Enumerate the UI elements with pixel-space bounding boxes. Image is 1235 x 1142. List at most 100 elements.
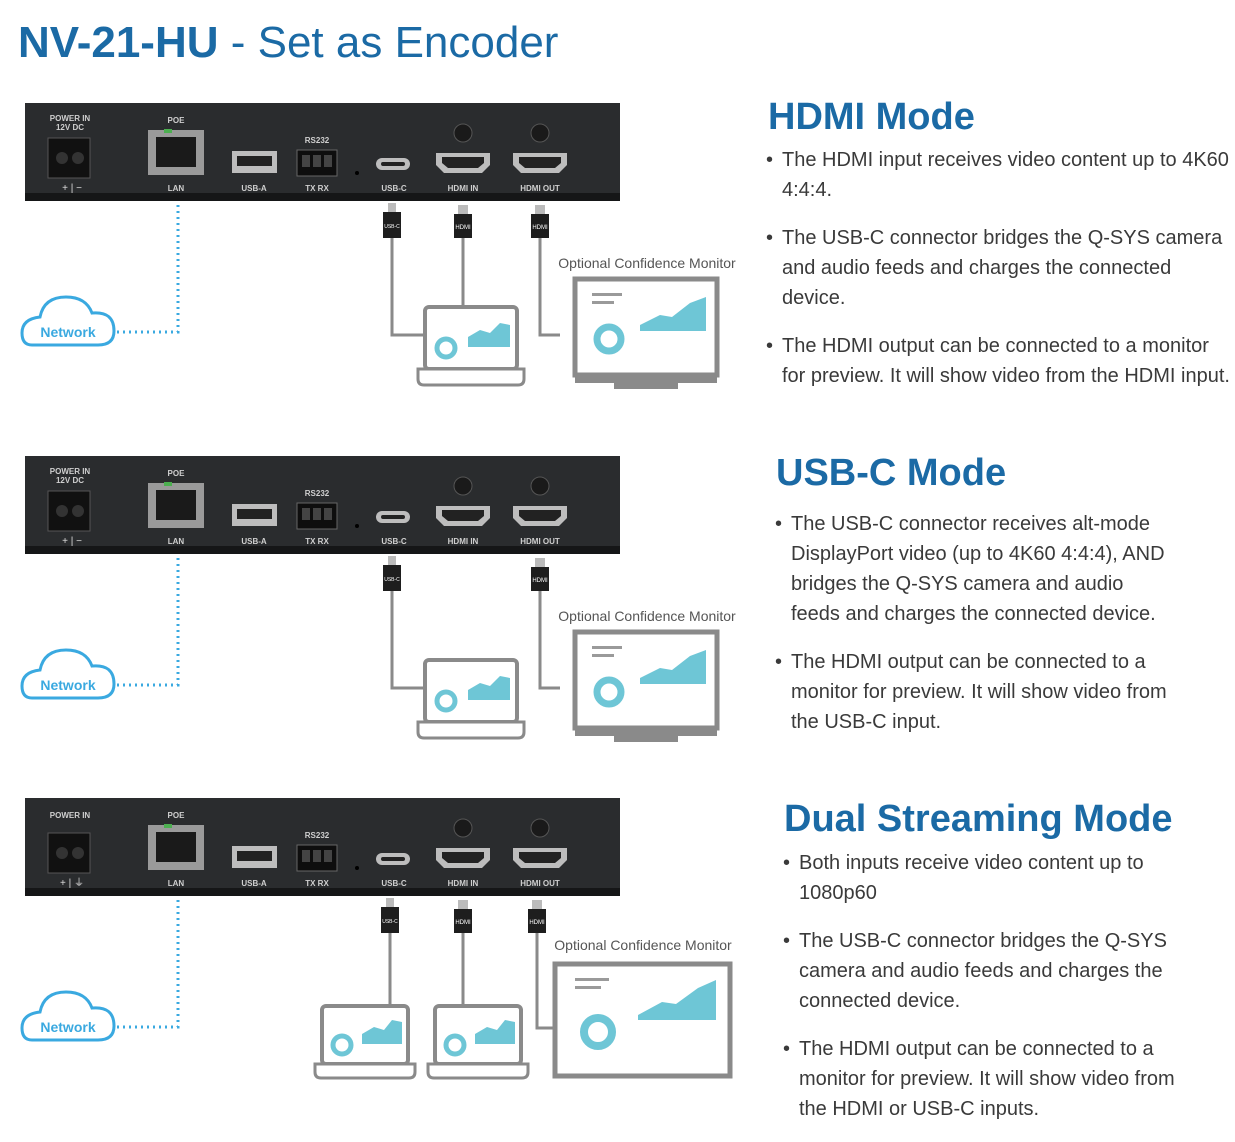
svg-text:HDMI: HDMI	[455, 920, 471, 926]
usb-c-cable-plug: USB-C	[383, 556, 401, 591]
laptop	[416, 305, 526, 387]
power-connector	[47, 137, 91, 179]
rs232-terminal	[296, 844, 338, 872]
bullet-item: The HDMI output can be connected to a mo…	[783, 1034, 1178, 1124]
svg-text:+ | ⏚: + | ⏚	[60, 877, 84, 889]
dual-streaming-mode-bullets: Both inputs receive video content up to …	[783, 848, 1178, 1142]
usb-c-cable-plug: USB-C	[383, 203, 401, 238]
rs232-terminal	[296, 149, 338, 177]
hdmi-out-cable-plug: HDMI	[531, 558, 549, 591]
power-in-label: POWER IN	[50, 811, 91, 820]
network-link	[114, 205, 180, 334]
mode-heading-hdmi: HDMI Mode	[768, 96, 975, 138]
power-connector	[47, 490, 91, 532]
network-link	[114, 558, 180, 687]
hdmi-in-port	[436, 153, 490, 173]
usb-c-port	[376, 853, 410, 865]
poe-label: POE	[168, 469, 186, 478]
hdmi-mode-diagram: POWER IN 12V DC + | − POE LAN USB-A RS23…	[20, 103, 736, 389]
rs232-label: RS232	[305, 831, 330, 840]
page-subtitle: - Set as Encoder	[218, 18, 559, 67]
dual-streaming-mode-diagram: POWER IN + | ⏚ POE LAN USB-A RS232 TX RX	[20, 798, 733, 1080]
svg-text:HDMI: HDMI	[532, 578, 548, 584]
network-link	[114, 900, 180, 1029]
power-12v-label: 12V DC	[56, 123, 84, 132]
power-in-label: POWER IN	[50, 467, 91, 476]
txrx-label: TX RX	[305, 879, 329, 888]
hdmi-out-port	[513, 506, 567, 526]
svg-text:+ | −: + | −	[62, 183, 82, 194]
usb-c-mode-bullets: The USB-C connector receives alt-mode Di…	[775, 509, 1175, 755]
lan-label: LAN	[168, 184, 185, 193]
bullet-item: The USB-C connector receives alt-mode Di…	[775, 509, 1175, 629]
hdmi-in-label: HDMI IN	[448, 879, 479, 888]
hdmi-out-label: HDMI OUT	[520, 879, 560, 888]
usb-a-label: USB-A	[241, 537, 267, 546]
hdmi-out-cable-plug: HDMI	[528, 900, 546, 933]
txrx-label: TX RX	[305, 184, 329, 193]
monitor-caption: Optional Confidence Monitor	[554, 937, 732, 953]
bullet-item: Both inputs receive video content up to …	[783, 848, 1178, 908]
usb-c-label: USB-C	[381, 537, 407, 546]
svg-text:USB-C: USB-C	[384, 224, 400, 230]
lan-port	[148, 129, 204, 175]
hdmi-in-cable-plug: HDMI	[454, 900, 472, 933]
hdmi-in-label: HDMI IN	[448, 184, 479, 193]
usb-a-port	[232, 151, 277, 173]
model-name: NV-21-HU	[18, 18, 219, 67]
bullet-item: The HDMI input receives video content up…	[766, 145, 1231, 205]
confidence-monitor	[572, 276, 720, 389]
hdmi-out-label: HDMI OUT	[520, 184, 560, 193]
laptop	[416, 658, 526, 740]
svg-text:HDMI: HDMI	[532, 225, 548, 231]
usb-c-mode-diagram: POWER IN 12V DC + | − POE LAN USB-A RS23…	[20, 456, 736, 742]
monitor-caption: Optional Confidence Monitor	[558, 608, 736, 624]
hdmi-in-cable-plug: HDMI	[454, 205, 472, 238]
network-cloud: Network	[20, 648, 116, 700]
hdmi-mode-bullets: The HDMI input receives video content up…	[766, 145, 1231, 409]
usb-c-label: USB-C	[381, 879, 407, 888]
encoder-device: POWER IN 12V DC + | − POE LAN USB-A RS23…	[25, 456, 620, 554]
hdmi-in-label: HDMI IN	[448, 537, 479, 546]
usb-c-port	[376, 511, 410, 523]
bullet-item: The USB-C connector bridges the Q-SYS ca…	[766, 223, 1231, 313]
power-12v-label: 12V DC	[56, 476, 84, 485]
hdmi-out-port	[513, 153, 567, 173]
svg-text:+ | −: + | −	[62, 536, 82, 547]
bullet-item: The HDMI output can be connected to a mo…	[775, 647, 1175, 737]
usb-c-cable-plug: USB-C	[381, 898, 399, 933]
confidence-monitor	[552, 961, 733, 1079]
hdmi-out-label: HDMI OUT	[520, 537, 560, 546]
network-cloud: Network	[20, 295, 116, 347]
hdmi-out-cable-plug: HDMI	[531, 205, 549, 238]
network-label: Network	[40, 324, 95, 340]
usb-c-label: USB-C	[381, 184, 407, 193]
usb-a-port	[232, 846, 277, 868]
laptop-hdmi-source	[426, 1004, 530, 1080]
svg-text:HDMI: HDMI	[455, 225, 471, 231]
rs232-label: RS232	[305, 489, 330, 498]
bullet-item: The USB-C connector bridges the Q-SYS ca…	[783, 926, 1178, 1016]
laptop-usb-c-source	[313, 1004, 417, 1080]
mode-heading-usb-c: USB-C Mode	[776, 452, 1007, 494]
usb-a-label: USB-A	[241, 184, 267, 193]
bullet-item: The HDMI output can be connected to a mo…	[766, 331, 1231, 391]
network-label: Network	[40, 1019, 95, 1035]
lan-label: LAN	[168, 537, 185, 546]
hdmi-in-port	[436, 848, 490, 868]
poe-label: POE	[168, 116, 186, 125]
svg-text:USB-C: USB-C	[382, 919, 398, 925]
usb-c-port	[376, 158, 410, 170]
page-title: NV-21-HU - Set as Encoder	[18, 18, 558, 68]
svg-text:USB-C: USB-C	[384, 577, 400, 583]
txrx-label: TX RX	[305, 537, 329, 546]
power-in-label: POWER IN	[50, 114, 91, 123]
monitor-caption: Optional Confidence Monitor	[558, 255, 736, 271]
lan-port	[148, 482, 204, 528]
mode-heading-dual-streaming: Dual Streaming Mode	[784, 798, 1173, 840]
encoder-device: POWER IN + | ⏚ POE LAN USB-A RS232 TX RX	[25, 798, 620, 896]
power-connector	[47, 832, 91, 874]
usb-a-port	[232, 504, 277, 526]
rs232-terminal	[296, 502, 338, 530]
poe-label: POE	[168, 811, 186, 820]
